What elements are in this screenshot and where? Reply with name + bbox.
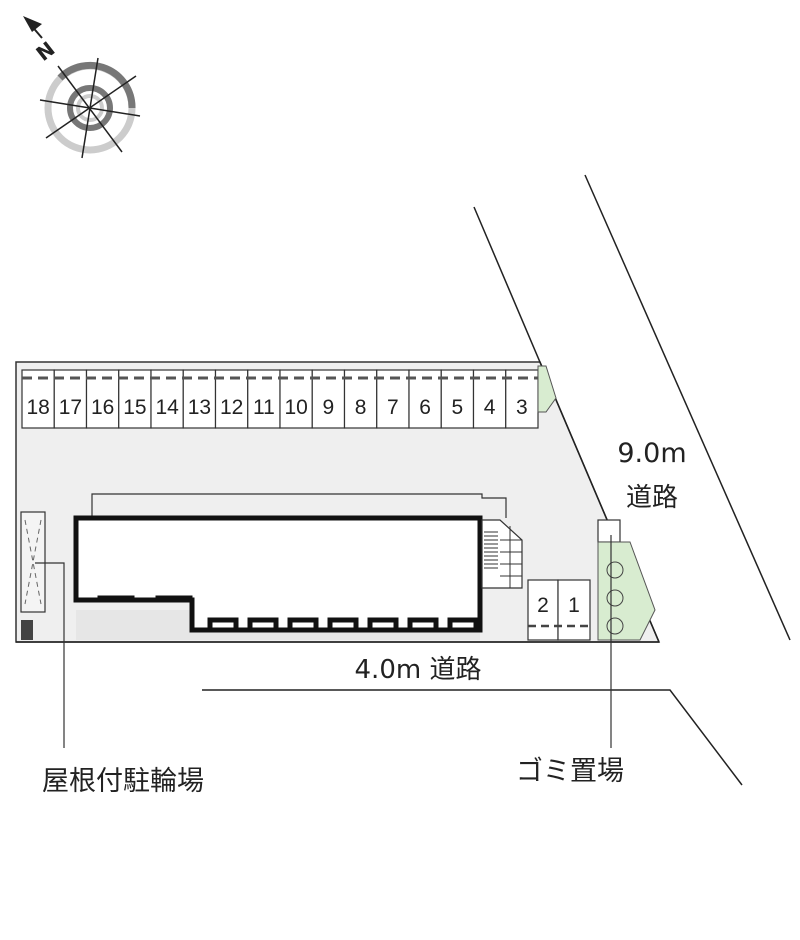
parking-space-10: 10 (279, 369, 313, 429)
balcony (367, 617, 399, 630)
stairs (481, 519, 523, 589)
parking-space-label: 18 (26, 396, 49, 419)
bicycle-parking-marker (21, 620, 33, 640)
tree-icon (606, 561, 624, 579)
parking-space-13: 13 (182, 369, 217, 429)
north-label: N (31, 37, 59, 66)
garbage-area (597, 519, 621, 543)
front-road-edge (202, 689, 743, 786)
bicycle-parking-label: 屋根付駐輪場 (42, 766, 204, 797)
parking-space-label: 17 (59, 396, 82, 419)
balcony (407, 617, 439, 630)
parking-space-3: 3 (505, 369, 539, 429)
parking-space-17: 17 (53, 369, 88, 429)
parking-space-label: 11 (253, 396, 275, 419)
parking-space-4: 4 (472, 369, 507, 429)
parking-space-11: 11 (247, 369, 281, 429)
garbage-area-label: ゴミ置場 (516, 756, 624, 787)
parking-space-label: 2 (537, 594, 549, 617)
bicycle-callout-line (35, 562, 65, 748)
balcony (287, 617, 319, 630)
parking-space-label: 14 (155, 396, 179, 419)
building-outline-line (91, 493, 507, 518)
parking-space-1 (557, 579, 591, 641)
tree-icon (606, 617, 624, 635)
parking-space-label: 5 (452, 396, 464, 419)
parking-space-5: 5 (440, 369, 475, 429)
building (73, 515, 483, 633)
balcony (327, 617, 359, 630)
greenery-top (537, 365, 557, 413)
parking-space-label: 6 (419, 396, 431, 419)
parking-space-label: 8 (355, 396, 367, 419)
balcony (247, 617, 279, 630)
front-road-label: 4.0m 道路 (355, 655, 482, 685)
parking-space-label: 16 (91, 396, 114, 419)
parking-space-label: 12 (220, 396, 243, 419)
parking-space-8: 8 (343, 369, 378, 429)
parking-space-2 (527, 579, 559, 641)
parking-space-label: 9 (323, 396, 335, 419)
compass-icon: N (23, 16, 141, 159)
bicycle-parking (20, 511, 46, 613)
parking-space-label: 1 (568, 594, 580, 617)
parking-space-14: 14 (150, 369, 184, 429)
parking-space-6: 6 (408, 369, 442, 429)
main-road-right-edge (584, 174, 791, 641)
balconies (97, 595, 479, 630)
parking-space-label: 3 (516, 396, 528, 419)
parking-space-18: 18 (21, 369, 55, 429)
parking-space-16: 16 (85, 369, 120, 429)
tree-icon (606, 589, 624, 607)
parking-space-label: 4 (484, 396, 496, 419)
balcony (155, 595, 193, 602)
main-road-width: 9.0m (617, 438, 686, 469)
balcony (207, 617, 239, 630)
parking-space-12: 12 (214, 369, 249, 429)
parking-space-label: 13 (188, 396, 211, 419)
parking-space-label: 10 (284, 396, 307, 419)
parking-space-15: 15 (118, 369, 152, 429)
main-road-label: 道路 (626, 483, 678, 513)
parking-space-label: 7 (387, 396, 399, 419)
parking-space-label: 15 (123, 396, 146, 419)
balcony (447, 617, 479, 630)
balcony (97, 595, 135, 602)
